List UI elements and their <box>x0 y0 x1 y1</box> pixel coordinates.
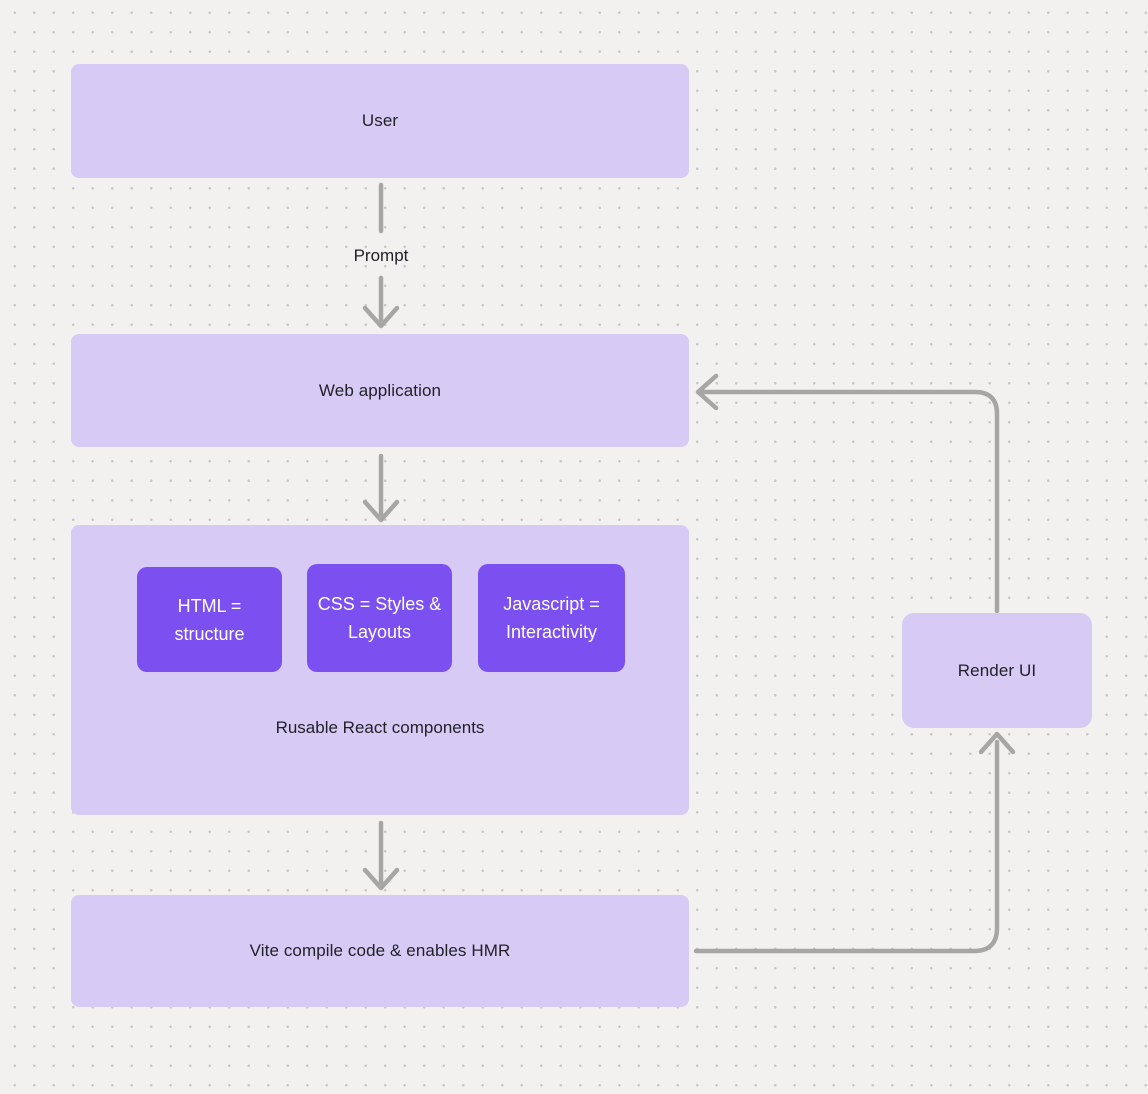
node-user-label: User <box>361 111 399 130</box>
node-css[interactable]: CSS = Styles & Layouts <box>307 564 452 672</box>
node-components-group[interactable]: HTML = structure CSS = Styles & Layouts … <box>71 525 689 815</box>
arrowhead-up-render <box>978 731 1016 755</box>
edge-vite-to-render <box>693 739 1000 954</box>
node-html[interactable]: HTML = structure <box>137 567 282 672</box>
arrowhead-left-webapp <box>695 373 719 411</box>
node-javascript[interactable]: Javascript = Interactivity <box>478 564 625 672</box>
arrowhead-down-1 <box>362 305 400 329</box>
node-user[interactable]: User <box>71 64 689 178</box>
node-javascript-label: Javascript = Interactivity <box>503 594 600 642</box>
node-web-application-label: Web application <box>318 380 442 400</box>
node-css-label: CSS = Styles & Layouts <box>317 594 442 642</box>
node-vite[interactable]: Vite compile code & enables HMR <box>71 895 689 1007</box>
arrowhead-down-3 <box>362 867 400 891</box>
components-group-caption: Rusable React components <box>275 718 485 737</box>
node-render-ui-label: Render UI <box>957 660 1037 680</box>
arrowhead-down-2 <box>362 499 400 523</box>
node-html-label: HTML = structure <box>174 595 245 644</box>
node-render-ui[interactable]: Render UI <box>902 613 1092 728</box>
node-web-application[interactable]: Web application <box>71 334 689 447</box>
edge-label-prompt: Prompt <box>353 246 409 265</box>
edge-render-to-webapp <box>699 389 1000 614</box>
node-vite-label: Vite compile code & enables HMR <box>249 941 511 960</box>
